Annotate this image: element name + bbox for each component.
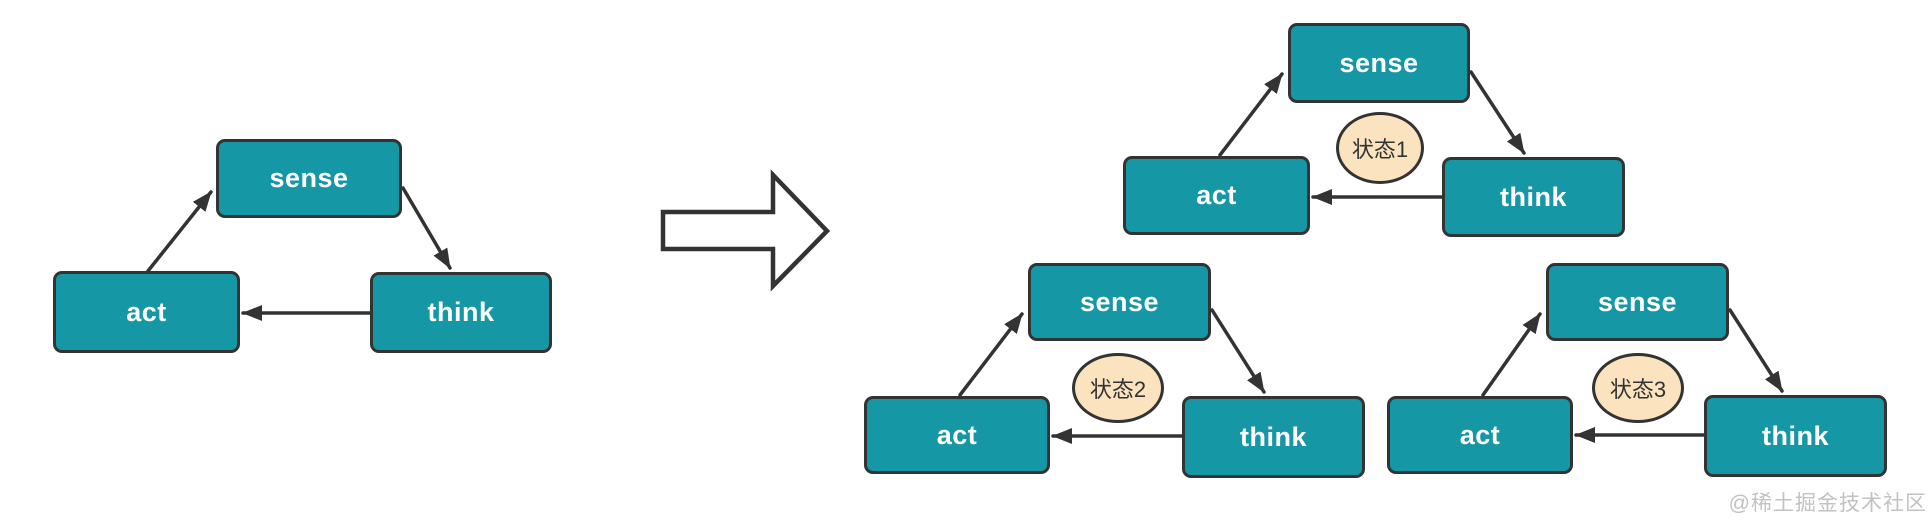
sense-node: sense — [1546, 263, 1729, 341]
arrow-act-to-sense — [146, 190, 213, 273]
arrow-act-to-sense — [1481, 312, 1542, 397]
state-2-badge: 状态2 — [1072, 353, 1164, 423]
sense-node: sense — [1288, 23, 1470, 103]
think-node: think — [370, 272, 552, 353]
act-node: act — [53, 271, 240, 353]
think-node: think — [1182, 396, 1365, 478]
act-node: act — [1387, 396, 1573, 474]
state-1-badge: 状态1 — [1336, 112, 1424, 184]
watermark-text: @稀土掘金技术社区 — [1728, 492, 1927, 515]
sense-node: sense — [216, 139, 402, 218]
arrow-sense-to-think — [1210, 308, 1266, 394]
act-node: act — [864, 396, 1050, 474]
transform-arrow-icon — [660, 169, 831, 292]
arrow-act-to-sense — [958, 312, 1024, 397]
think-node: think — [1704, 395, 1887, 477]
arrow-act-to-sense — [1218, 72, 1284, 157]
arrow-sense-to-think — [401, 186, 452, 270]
think-node: think — [1442, 157, 1625, 237]
arrow-sense-to-think — [1728, 308, 1784, 393]
state-3-badge: 状态3 — [1592, 353, 1684, 423]
act-node: act — [1123, 156, 1310, 235]
sense-node: sense — [1028, 263, 1211, 341]
arrow-sense-to-think — [1469, 70, 1526, 155]
